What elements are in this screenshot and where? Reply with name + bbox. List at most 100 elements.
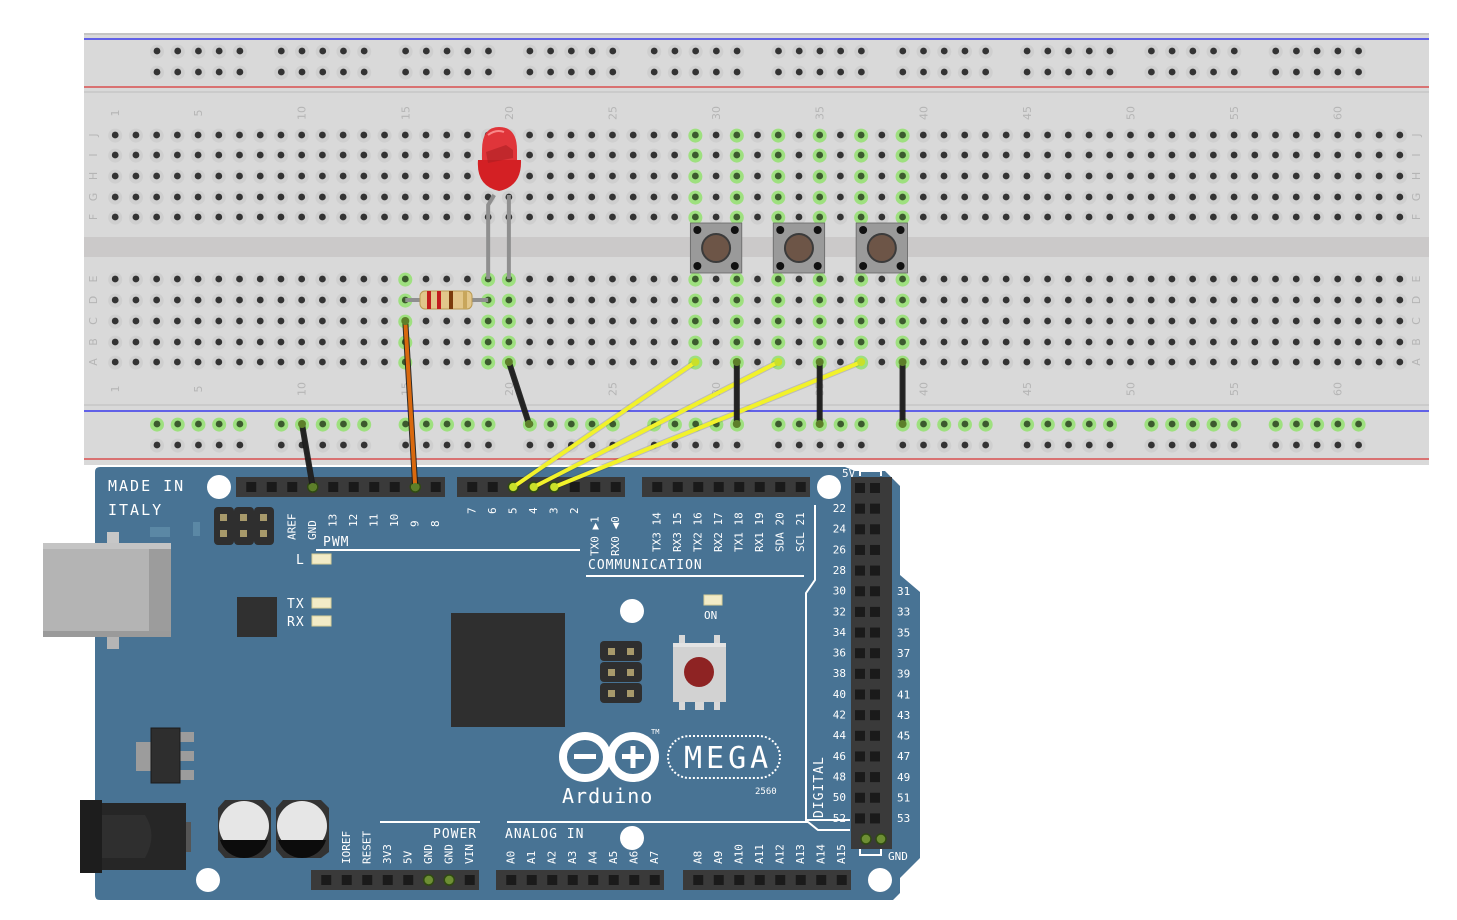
hole[interactable]: [1230, 151, 1238, 159]
hole[interactable]: [1147, 358, 1155, 366]
hole[interactable]: [1251, 275, 1259, 283]
hole[interactable]: [1272, 172, 1279, 180]
hole[interactable]: [671, 68, 679, 76]
hole-connected[interactable]: [422, 420, 430, 428]
hole-connected[interactable]: [982, 420, 990, 428]
hole[interactable]: [360, 193, 368, 201]
hole[interactable]: [1168, 275, 1176, 283]
header-pin[interactable]: [870, 751, 880, 762]
hole[interactable]: [1106, 47, 1114, 55]
hole-connected[interactable]: [857, 213, 865, 221]
hole[interactable]: [588, 317, 596, 325]
header-pin[interactable]: [506, 875, 517, 885]
hole[interactable]: [1209, 296, 1217, 304]
hole[interactable]: [1396, 172, 1404, 180]
hole[interactable]: [1230, 172, 1238, 180]
hole[interactable]: [339, 317, 347, 325]
hole[interactable]: [236, 338, 243, 346]
hole[interactable]: [1251, 358, 1259, 366]
hole[interactable]: [422, 131, 430, 139]
hole[interactable]: [1064, 338, 1072, 346]
hole[interactable]: [919, 172, 927, 180]
hole[interactable]: [526, 172, 533, 180]
hole[interactable]: [982, 338, 989, 346]
hole[interactable]: [153, 172, 161, 180]
hole[interactable]: [319, 317, 326, 325]
hole[interactable]: [1189, 131, 1197, 139]
hole[interactable]: [837, 358, 844, 366]
reset-button[interactable]: [673, 635, 726, 710]
hole[interactable]: [173, 296, 181, 304]
hole[interactable]: [1189, 275, 1197, 283]
hole[interactable]: [236, 296, 243, 304]
header-pin[interactable]: [855, 565, 865, 576]
hole[interactable]: [401, 172, 409, 180]
hole[interactable]: [1044, 275, 1051, 283]
hole[interactable]: [422, 358, 430, 366]
hole[interactable]: [319, 68, 327, 76]
hole[interactable]: [1189, 151, 1197, 159]
hole[interactable]: [1313, 317, 1321, 325]
hole[interactable]: [256, 275, 264, 283]
hole[interactable]: [857, 68, 865, 76]
hole-connected[interactable]: [401, 275, 409, 283]
hole[interactable]: [1272, 68, 1280, 76]
hole-connected[interactable]: [857, 420, 865, 428]
header-pin[interactable]: [795, 482, 806, 492]
hole[interactable]: [443, 172, 451, 180]
hole[interactable]: [919, 213, 927, 221]
hole[interactable]: [982, 151, 989, 159]
hole[interactable]: [1292, 213, 1300, 221]
pushbutton-cap[interactable]: [866, 233, 897, 263]
hole[interactable]: [173, 338, 181, 346]
hole-connected[interactable]: [816, 275, 824, 283]
hole[interactable]: [878, 213, 886, 221]
header-pin[interactable]: [693, 875, 704, 885]
hole[interactable]: [1292, 338, 1300, 346]
hole[interactable]: [629, 358, 637, 366]
header-pin[interactable]: [855, 710, 865, 721]
hole[interactable]: [1085, 296, 1093, 304]
hole[interactable]: [940, 68, 948, 76]
hole[interactable]: [1251, 131, 1259, 139]
hole[interactable]: [1106, 172, 1114, 180]
hole[interactable]: [982, 275, 989, 283]
hole[interactable]: [360, 47, 368, 55]
hole[interactable]: [567, 317, 575, 325]
hole[interactable]: [1127, 275, 1134, 283]
header-pin[interactable]: [870, 606, 880, 617]
hole[interactable]: [1355, 151, 1362, 159]
hole-connected[interactable]: [857, 338, 865, 346]
hole[interactable]: [1293, 47, 1300, 55]
hole[interactable]: [878, 131, 886, 139]
hole[interactable]: [1292, 193, 1300, 201]
hole[interactable]: [256, 213, 264, 221]
header-pin[interactable]: [526, 875, 537, 885]
hole[interactable]: [919, 296, 927, 304]
hole[interactable]: [1209, 338, 1217, 346]
header-pin[interactable]: [754, 482, 765, 492]
led-red[interactable]: [477, 127, 522, 279]
hole[interactable]: [381, 338, 388, 346]
hole[interactable]: [339, 213, 347, 221]
hole[interactable]: [940, 338, 948, 346]
hole[interactable]: [1272, 296, 1279, 304]
wire-button3-to-rail[interactable]: [898, 358, 907, 428]
hole[interactable]: [878, 317, 886, 325]
hole[interactable]: [982, 131, 989, 139]
hole[interactable]: [692, 441, 700, 449]
hole[interactable]: [464, 68, 472, 76]
hole[interactable]: [629, 296, 637, 304]
hole[interactable]: [526, 296, 533, 304]
hole[interactable]: [1044, 172, 1051, 180]
header-pin[interactable]: [348, 482, 359, 492]
hole[interactable]: [940, 275, 948, 283]
hole[interactable]: [899, 68, 907, 76]
hole[interactable]: [920, 47, 927, 55]
hole[interactable]: [277, 358, 285, 366]
hole[interactable]: [194, 172, 202, 180]
hole[interactable]: [236, 47, 244, 55]
hole[interactable]: [1272, 338, 1279, 346]
hole[interactable]: [712, 172, 720, 180]
hole[interactable]: [1293, 441, 1300, 449]
